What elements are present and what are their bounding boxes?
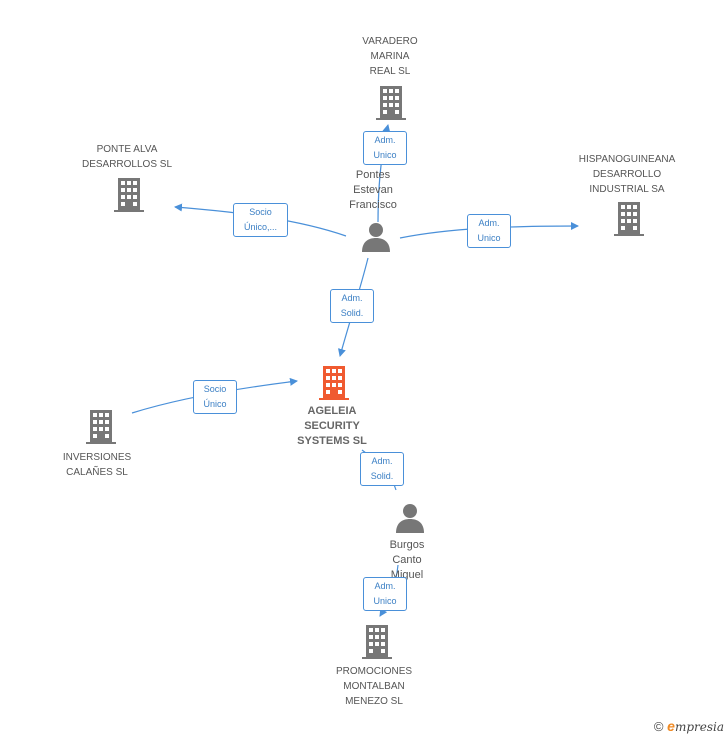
empresia-footer: © empresia: [654, 718, 724, 734]
node-label-pontes[interactable]: Pontes Estevan Francisco: [349, 169, 397, 211]
building-icon[interactable]: [362, 625, 392, 659]
node-label-ponte-alva[interactable]: PONTE ALVA DESARROLLOS SL: [81, 144, 173, 170]
node-label-burgos[interactable]: Burgos Canto Miguel: [389, 539, 425, 581]
building-icon[interactable]: [614, 202, 644, 236]
edge-label-inversiones-ageleia[interactable]: Socio Único: [193, 380, 237, 414]
edge-label-burgos-promociones[interactable]: Adm. Unico: [363, 577, 407, 611]
building-icon[interactable]: [114, 178, 144, 212]
node-label-promociones[interactable]: PROMOCIONES MONTALBAN MENEZO SL: [335, 666, 413, 707]
building-icon[interactable]: [319, 366, 349, 400]
node-label-hispanoguineana[interactable]: HISPANOGUINEANA DESARROLLO INDUSTRIAL SA: [578, 154, 676, 195]
edge-label-pontes-ponte-alva[interactable]: Socio Único,...: [233, 203, 288, 237]
person-icon[interactable]: [361, 222, 391, 252]
copyright-symbol: ©: [653, 719, 664, 734]
building-icon[interactable]: [376, 86, 406, 120]
empresia-logo-text: mpresia: [674, 720, 724, 734]
node-label-ageleia[interactable]: AGELEIA SECURITY SYSTEMS SL: [297, 405, 367, 447]
person-icon[interactable]: [395, 503, 425, 533]
empresia-logo-initial: e: [667, 718, 675, 734]
node-label-inversiones[interactable]: INVERSIONES CALAÑES SL: [62, 452, 132, 478]
edge-label-pontes-varadero[interactable]: Adm. Unico: [363, 131, 407, 165]
edge-label-burgos-ageleia[interactable]: Adm. Solid.: [360, 452, 404, 486]
node-label-varadero[interactable]: VARADERO MARINA REAL SL: [362, 36, 418, 77]
edge-label-pontes-hispanoguineana[interactable]: Adm. Unico: [467, 214, 511, 248]
edge-label-pontes-ageleia[interactable]: Adm. Solid.: [330, 289, 374, 323]
building-icon[interactable]: [86, 410, 116, 444]
